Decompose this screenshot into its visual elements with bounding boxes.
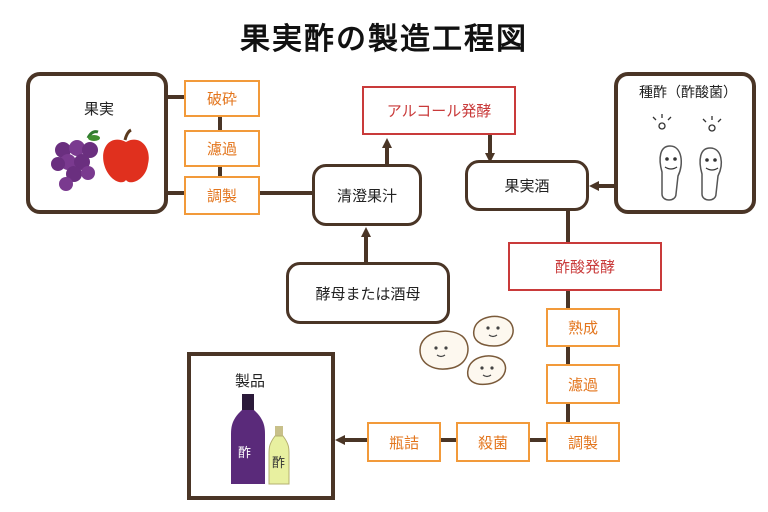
starter-vinegar-label: 種酢（酢酸菌） [639, 85, 737, 101]
acetic-bacteria-icon [652, 114, 723, 201]
process-crushing: 破砕 [184, 80, 260, 117]
page-title: 果実酢の製造工程図 [240, 22, 528, 57]
alcohol-fermentation-node: アルコール発酵 [362, 86, 516, 135]
bottle-label-2: 酢 [272, 456, 286, 471]
fruit-wine-node: 果実酒 [465, 160, 589, 211]
process-bottling: 瓶詰 [367, 422, 441, 462]
product-box: 製品 酢 酢 [187, 352, 335, 500]
starter-vinegar-box: 種酢（酢酸菌） [614, 72, 756, 214]
clear-juice-node: 清澄果汁 [312, 164, 422, 226]
process-filtration-2: 濾過 [546, 364, 620, 404]
yeast-node: 酵母または酒母 [286, 262, 450, 324]
process-sterilization: 殺菌 [456, 422, 530, 462]
product-box-label: 製品 [235, 372, 266, 390]
vinegar-bottles-icon [231, 394, 290, 485]
process-filtration-1: 濾過 [184, 130, 260, 167]
apple-icon [103, 128, 149, 183]
fruit-box: 果実 [26, 72, 168, 214]
acetic-fermentation-node: 酢酸発酵 [508, 242, 662, 291]
grape-and-apple-icon [51, 128, 149, 191]
process-aging: 熟成 [546, 308, 620, 347]
grape-icon [51, 130, 100, 191]
process-adjustment-1: 調製 [184, 176, 260, 215]
purple-bottle-icon [231, 394, 265, 484]
yellow-bottle-icon [268, 426, 290, 485]
bottle-label-1: 酢 [238, 446, 252, 461]
fruit-box-label: 果実 [84, 100, 115, 118]
process-adjustment-2: 調製 [546, 422, 620, 462]
